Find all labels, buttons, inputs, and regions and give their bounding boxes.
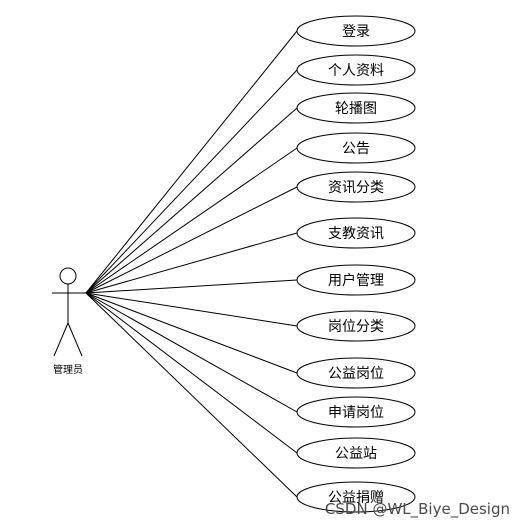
use-case-ellipse — [296, 264, 416, 296]
association-line — [85, 107, 298, 294]
association-line — [85, 292, 298, 454]
use-case-ellipse — [296, 481, 416, 513]
use-case-label: 支教资讯 — [328, 226, 384, 242]
use-case-ellipse — [296, 217, 416, 249]
watermark: CSDN @WL_Biye_Design — [325, 500, 510, 519]
use-case-ellipse — [296, 54, 416, 86]
use-case: 公益站 — [296, 437, 416, 469]
use-case-ellipse — [296, 92, 416, 124]
association-line — [85, 186, 298, 294]
association-line — [85, 147, 298, 294]
association-line — [85, 279, 298, 294]
use-case-label: 资讯分类 — [328, 180, 384, 196]
use-case-label: 用户管理 — [328, 272, 384, 289]
use-case: 公益捐赠 — [296, 481, 416, 513]
use-case-ellipse — [296, 310, 416, 342]
use-case-label: 岗位分类 — [328, 319, 384, 335]
use-case: 用户管理 — [296, 264, 416, 296]
use-case-ellipse — [296, 15, 416, 47]
use-case-ellipse — [296, 396, 416, 428]
use-case: 岗位分类 — [296, 310, 416, 342]
use-case: 登录 — [296, 15, 416, 47]
use-case-ellipse — [296, 132, 416, 164]
actor-label: 管理员 — [53, 363, 83, 376]
association-line — [85, 69, 298, 294]
use-case-ellipse — [296, 357, 416, 389]
use-cases: 登录个人资料轮播图公告资讯分类支教资讯用户管理岗位分类公益岗位申请岗位公益站公益… — [296, 15, 416, 513]
use-case-label: 申请岗位 — [328, 405, 384, 421]
actor-right-leg — [67, 322, 83, 357]
use-case-label: 公益站 — [335, 446, 377, 462]
use-case-ellipse — [296, 437, 416, 469]
association-line — [85, 292, 298, 327]
use-case: 支教资讯 — [296, 217, 416, 249]
use-case: 公告 — [296, 132, 416, 164]
use-case-label: 公告 — [342, 141, 370, 157]
use-case-label: 个人资料 — [328, 63, 384, 79]
association-line — [85, 292, 298, 498]
use-case-ellipse — [296, 171, 416, 203]
use-case: 轮播图 — [296, 92, 416, 124]
association-line — [85, 30, 298, 294]
actor-admin — [52, 267, 86, 357]
actor-left-leg — [53, 322, 69, 357]
use-case: 申请岗位 — [296, 396, 416, 428]
association-line — [85, 232, 298, 294]
use-case-label: 轮播图 — [335, 101, 377, 117]
use-case-label: 公益捐赠 — [328, 490, 384, 506]
association-line — [85, 292, 298, 374]
use-case-label: 登录 — [342, 24, 370, 40]
use-case: 公益岗位 — [296, 357, 416, 389]
use-case: 资讯分类 — [296, 171, 416, 203]
use-case-label: 公益岗位 — [328, 366, 384, 382]
use-case: 个人资料 — [296, 54, 416, 86]
association-line — [85, 292, 298, 413]
association-lines — [85, 30, 298, 498]
actor-head — [59, 267, 77, 285]
